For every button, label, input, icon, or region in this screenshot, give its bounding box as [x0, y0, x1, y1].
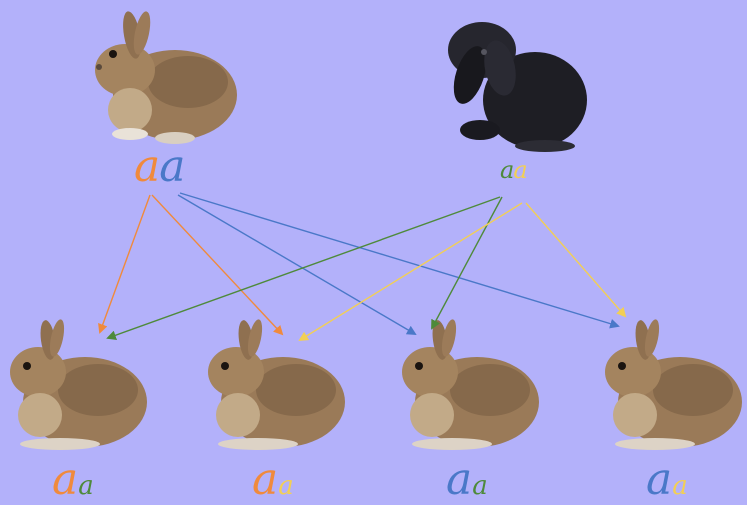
rabbit-offspring-2	[208, 319, 345, 450]
offspring4-allele-yellow: a	[672, 471, 688, 501]
offspring4-allele-blue: a	[646, 454, 673, 505]
parent2-genotype: aa	[500, 156, 528, 184]
arrow-yellow-to-offspring-4	[525, 202, 627, 318]
arrow-orange-to-offspring-2	[151, 194, 284, 336]
parent2-allele-green: a	[500, 156, 514, 184]
offspring1-allele-orange: a	[52, 454, 79, 505]
parent1-allele-blue: a	[159, 141, 185, 192]
parent1-allele-orange: a	[134, 141, 160, 192]
offspring1-genotype: aa	[52, 458, 94, 502]
rabbit-agouti-parent	[95, 11, 237, 144]
offspring3-genotype: aa	[446, 458, 488, 502]
arrow-orange-to-offspring-1	[98, 194, 151, 334]
rabbit-offspring-1	[10, 319, 147, 450]
parent2-allele-yellow: a	[513, 156, 527, 184]
offspring3-allele-blue: a	[446, 454, 473, 505]
offspring2-genotype: aa	[252, 458, 294, 502]
arrow-blue-to-offspring-4	[179, 192, 620, 329]
rabbit-offspring-4	[605, 319, 742, 450]
rabbit-offspring-3	[402, 319, 539, 450]
offspring2-allele-orange: a	[252, 454, 279, 505]
arrow-green-to-offspring-1	[106, 196, 501, 340]
arrow-yellow-to-offspring-2	[298, 202, 523, 342]
offspring3-allele-green: a	[472, 471, 488, 501]
offspring1-allele-green: a	[78, 471, 94, 501]
inheritance-arrows	[98, 192, 627, 342]
arrow-green-to-offspring-3	[431, 196, 503, 330]
arrow-blue-to-offspring-3	[177, 194, 417, 335]
parent1-genotype: aa	[134, 145, 185, 189]
offspring2-allele-yellow: a	[278, 471, 294, 501]
offspring4-genotype: aa	[646, 458, 688, 502]
rabbit-black-lop-parent	[448, 22, 587, 152]
